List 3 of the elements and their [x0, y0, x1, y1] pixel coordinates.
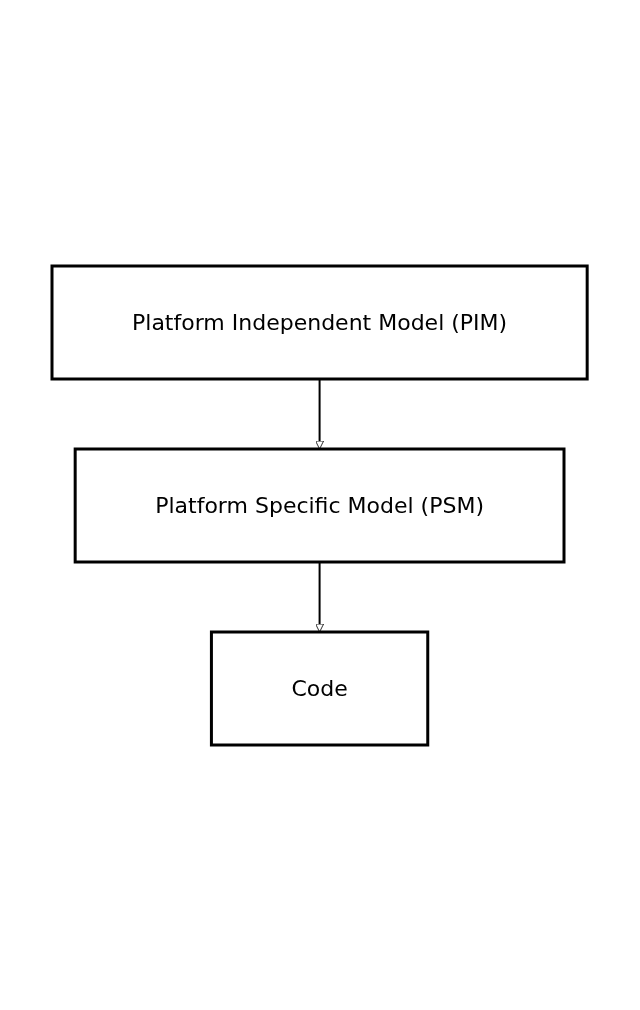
node-box: Platform Specific Model (PSM)	[74, 447, 566, 563]
node-box: Platform Independent Model (PIM)	[50, 264, 590, 380]
node-box: Code	[210, 630, 430, 746]
